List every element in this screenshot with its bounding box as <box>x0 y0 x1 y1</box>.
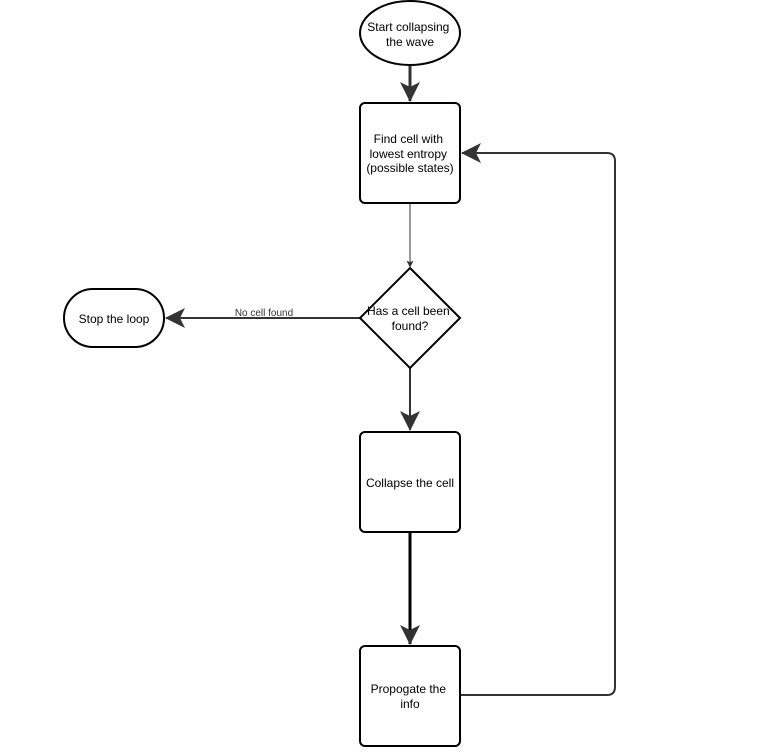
stop-node-label: Stop the loop <box>79 312 150 326</box>
edge-label-no-cell-found: No cell found <box>235 308 293 319</box>
collapse-cell-node-label: Collapse the cell <box>366 476 454 490</box>
decision-node-line-2: found? <box>392 319 429 333</box>
find-cell-node-line-1: Find cell with <box>374 132 443 146</box>
collapse-cell-node-line-1: Collapse the cell <box>366 476 454 490</box>
find-cell-node-line-3: (possible states) <box>366 161 453 175</box>
start-node-line-2: the wave <box>386 35 434 49</box>
stop-node-line-1: Stop the loop <box>79 312 150 326</box>
decision-node <box>358 266 462 370</box>
collapse-cell-node <box>359 431 461 533</box>
propagate-node-label: Propogate the info <box>371 682 450 711</box>
propagate-node-line-2: info <box>400 697 420 711</box>
stop-node <box>63 288 165 348</box>
decision-node-label: Has a cell been found? <box>367 304 453 333</box>
find-cell-node-line-2: lowest entropy <box>370 147 447 161</box>
edge-propagate-loop-back <box>460 143 616 696</box>
propagate-node <box>359 645 461 747</box>
decision-node-line-1: Has a cell been <box>367 304 450 318</box>
start-node-label: Start collapsing the wave <box>367 20 452 49</box>
start-node-line-1: Start collapsing <box>367 20 449 34</box>
find-cell-node-label: Find cell with lowest entropy (possible … <box>366 132 453 175</box>
propagate-node-line-1: Propogate the <box>371 682 447 696</box>
start-node <box>359 0 461 66</box>
find-cell-node <box>359 102 461 204</box>
